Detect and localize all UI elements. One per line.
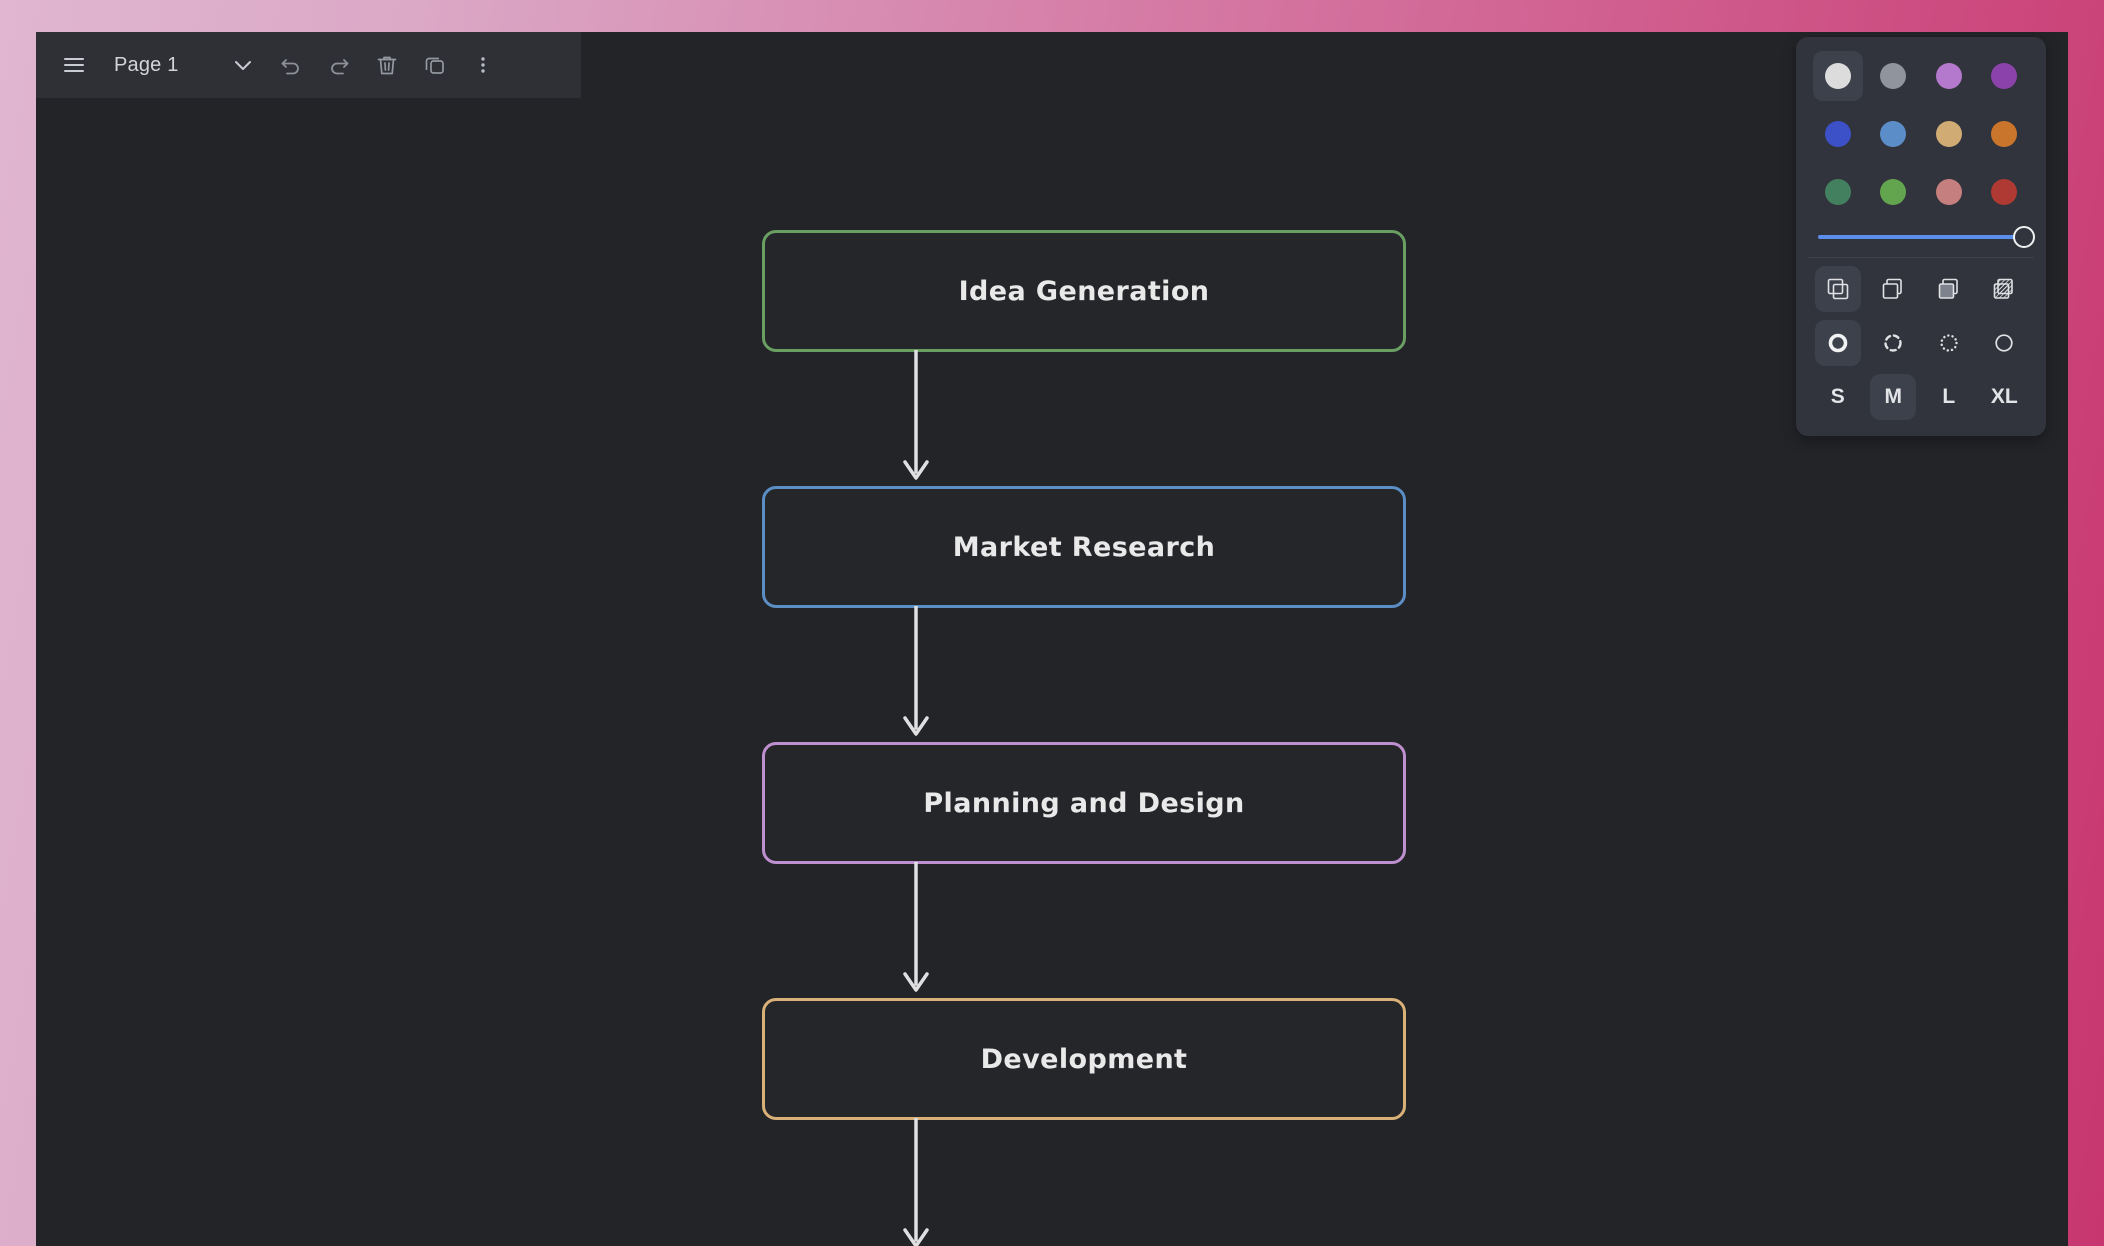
size-row: S M L XL <box>1806 370 2036 424</box>
size-s-button[interactable]: S <box>1830 385 1845 408</box>
copy-icon[interactable] <box>411 41 459 89</box>
color-swatch-blue[interactable] <box>1813 109 1863 159</box>
color-swatch-light-blue[interactable] <box>1868 109 1918 159</box>
fill-semi-icon[interactable] <box>1870 266 1916 312</box>
color-swatch-red[interactable] <box>1979 167 2029 217</box>
stroke-solid-icon[interactable] <box>1814 320 1861 366</box>
size-m-button[interactable]: M <box>1870 374 1917 420</box>
panel-divider <box>1808 257 2034 258</box>
flow-arrow-2[interactable] <box>876 606 956 746</box>
color-swatch-light-green[interactable] <box>1868 167 1918 217</box>
flow-node-market-research[interactable]: Market Research <box>762 486 1406 608</box>
undo-icon[interactable] <box>267 41 315 89</box>
stroke-style-row <box>1806 316 2036 370</box>
size-l-button[interactable]: L <box>1942 385 1956 408</box>
opacity-slider[interactable] <box>1806 223 2036 253</box>
flow-arrow-1[interactable] <box>876 350 956 490</box>
flow-node-planning-and-design[interactable]: Planning and Design <box>762 742 1406 864</box>
stroke-dotted-icon[interactable] <box>1926 320 1972 366</box>
color-swatch-green[interactable] <box>1813 167 1863 217</box>
color-swatch-purple[interactable] <box>1979 51 2029 101</box>
flow-node-label: Development <box>980 1043 1188 1075</box>
flow-arrow-4[interactable] <box>876 1118 956 1246</box>
color-swatch-grid <box>1806 49 2036 223</box>
opacity-slider-track[interactable] <box>1818 226 2035 248</box>
flow-node-label: Idea Generation <box>958 275 1210 307</box>
fill-solid-icon[interactable] <box>1926 266 1972 312</box>
flow-node-label: Market Research <box>952 531 1216 563</box>
flow-node-development[interactable]: Development <box>762 998 1406 1120</box>
color-swatch-salmon[interactable] <box>1924 167 1974 217</box>
chevron-down-icon[interactable] <box>219 41 267 89</box>
flow-node-label: Planning and Design <box>923 787 1245 819</box>
size-xl-button[interactable]: XL <box>1990 385 2018 408</box>
stroke-dashed-icon[interactable] <box>1870 320 1916 366</box>
app-canvas[interactable]: Page 1 <box>36 32 2068 1246</box>
trash-icon[interactable] <box>363 41 411 89</box>
flow-node-idea-generation[interactable]: Idea Generation <box>762 230 1406 352</box>
stroke-thin-icon[interactable] <box>1981 320 2027 366</box>
more-vertical-icon[interactable] <box>459 41 507 89</box>
color-swatch-orange[interactable] <box>1979 109 2029 159</box>
fill-pattern-icon[interactable] <box>1981 266 2027 312</box>
fill-none-icon[interactable] <box>1814 266 1861 312</box>
color-swatch-tan[interactable] <box>1924 109 1974 159</box>
redo-icon[interactable] <box>315 41 363 89</box>
color-swatch-light-purple[interactable] <box>1924 51 1974 101</box>
hamburger-menu-icon[interactable] <box>50 41 98 89</box>
flowchart[interactable]: Idea Generation Market Research Planning… <box>36 32 2068 1246</box>
color-swatch-white[interactable] <box>1812 51 1863 101</box>
page-name-label: Page 1 <box>114 53 179 76</box>
top-toolbar: Page 1 <box>36 32 581 98</box>
color-swatch-gray[interactable] <box>1868 51 1918 101</box>
fill-style-row <box>1806 262 2036 316</box>
style-panel: S M L XL <box>1796 37 2046 436</box>
opacity-slider-knob[interactable] <box>2013 226 2035 248</box>
flow-arrow-3[interactable] <box>876 862 956 1002</box>
